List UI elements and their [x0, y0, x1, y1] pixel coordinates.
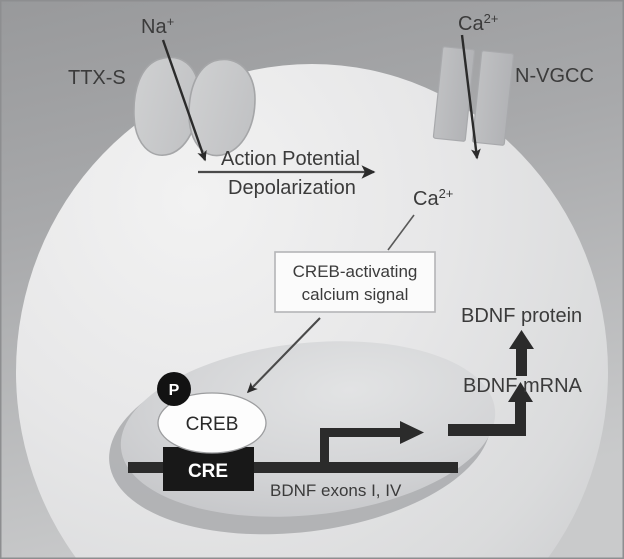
bdnf-exons-label: BDNF exons I, IV [270, 481, 402, 500]
mrna-arrowhead [508, 382, 533, 402]
tss-horizontal-stem [320, 428, 406, 437]
creb-activating-signal-box: CREB-activating calcium signal [274, 251, 436, 313]
calcium-ion-outside-label: Ca2+ [458, 11, 498, 35]
bdnf-mrna-arrow [448, 382, 533, 436]
signal-box-line2: calcium signal [302, 285, 409, 304]
phospho-label: P [169, 382, 180, 399]
tss-arrowhead [400, 421, 424, 444]
protein-vertical-stem [516, 345, 527, 376]
calcium-ion-inside-label: Ca2+ [413, 186, 453, 210]
bdnf-protein-label: BDNF protein [461, 305, 582, 327]
cre-box [163, 447, 254, 491]
ttx-s-subunit-right [188, 58, 256, 157]
sodium-influx-arrow [161, 39, 207, 162]
action-potential-label: Action Potential [221, 148, 360, 170]
calcium-to-signal-connector [387, 214, 415, 251]
signal-box-line1: CREB-activating [293, 262, 418, 281]
signal-box-frame [274, 251, 436, 313]
phosphorylation-marker [157, 372, 191, 406]
cre-label: CRE [188, 461, 228, 482]
mrna-horizontal-stem [448, 424, 526, 436]
signal-to-creb-arrow [246, 317, 321, 394]
n-vgcc-channel [432, 46, 515, 146]
bdnf-mrna-label: BDNF mRNA [463, 375, 583, 397]
depolarization-label: Depolarization [228, 177, 356, 199]
ttx-s-label: TTX-S [68, 67, 126, 89]
ttx-s-channel [133, 56, 256, 157]
sodium-ion-label: Na+ [141, 14, 174, 38]
bdnf-protein-arrow [509, 330, 534, 376]
tss-vertical-stem [320, 428, 329, 466]
ttx-s-subunit-left [133, 56, 200, 156]
calcium-influx-arrow [460, 34, 481, 160]
action-potential-arrow-group: Action Potential Depolarization [198, 148, 376, 199]
creb-label: CREB [186, 414, 239, 435]
n-vgcc-label: N-VGCC [515, 65, 594, 87]
transcription-start-arrow [320, 421, 424, 466]
creb-protein [157, 392, 267, 454]
protein-arrowhead [509, 330, 534, 349]
dna-strand [128, 462, 458, 473]
mrna-vertical-stem [515, 398, 526, 430]
n-vgcc-subunit-right [471, 50, 515, 146]
